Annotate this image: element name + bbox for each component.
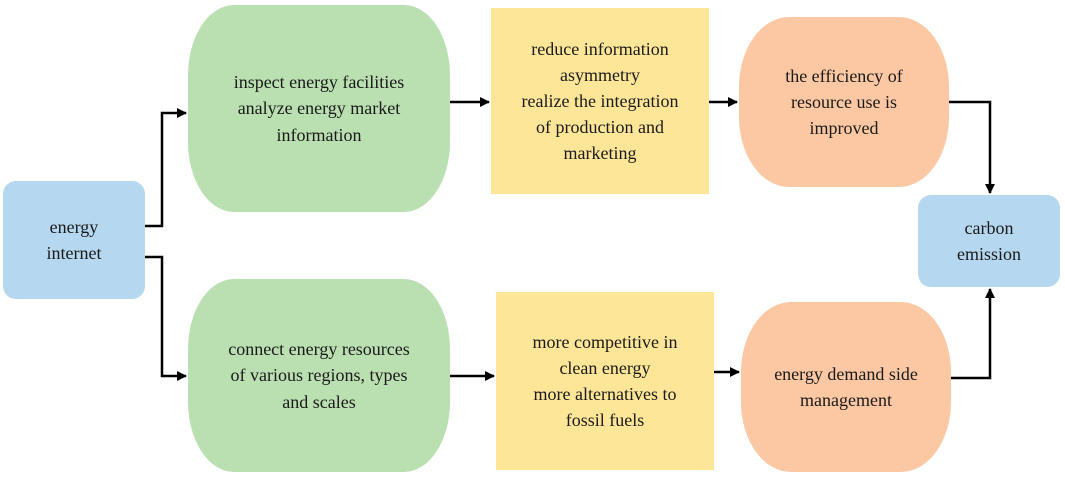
node-line: energy — [49, 216, 99, 237]
node-line: resource use is — [791, 91, 897, 112]
node-line: information — [276, 124, 362, 145]
node-line: clean energy — [559, 357, 651, 378]
node-line: more alternatives to — [533, 384, 677, 404]
node-inspect-facilities: inspect energy facilities analyze energy… — [188, 5, 450, 212]
node-line: asymmetry — [560, 64, 640, 85]
node-reduce-asymmetry: reduce information asymmetry realize the… — [491, 8, 709, 194]
node-line: connect energy resources — [228, 339, 410, 360]
node-line: of production and — [536, 117, 664, 138]
node-line: improved — [809, 118, 879, 139]
node-line: and scales — [282, 391, 356, 412]
node-line: carbon — [964, 217, 1014, 238]
node-line: emission — [956, 244, 1021, 264]
node-line: analyze energy market — [237, 98, 401, 119]
node-line: inspect energy facilities — [233, 72, 405, 93]
node-line: reduce information — [531, 38, 669, 59]
node-connect-resources: connect energy resources of various regi… — [188, 279, 450, 472]
node-resource-efficiency: the efficiency of resource use is improv… — [739, 17, 949, 187]
arrow-efficiency-to-carbon — [949, 100, 995, 194]
node-line: more competitive in — [532, 331, 678, 352]
arrow-demand-to-carbon — [951, 288, 995, 380]
node-line: management — [800, 390, 892, 410]
node-line: realize the integration — [521, 90, 679, 111]
node-clean-energy-competitive: more competitive in clean energy more al… — [496, 292, 714, 470]
arrow-energy-internet-to-connect — [145, 255, 187, 381]
node-line: energy demand side — [774, 363, 918, 384]
arrow-energy-internet-to-inspect — [145, 108, 187, 228]
node-line: marketing — [563, 143, 637, 164]
node-line: internet — [46, 243, 102, 263]
node-line: the efficiency of — [785, 65, 903, 86]
node-energy-internet: energy internet — [3, 181, 145, 299]
node-demand-side-management: energy demand side management — [741, 302, 951, 472]
node-carbon-emission: carbon emission — [918, 195, 1060, 287]
node-line: of various regions, types — [230, 365, 408, 386]
node-line: fossil fuels — [565, 410, 645, 431]
